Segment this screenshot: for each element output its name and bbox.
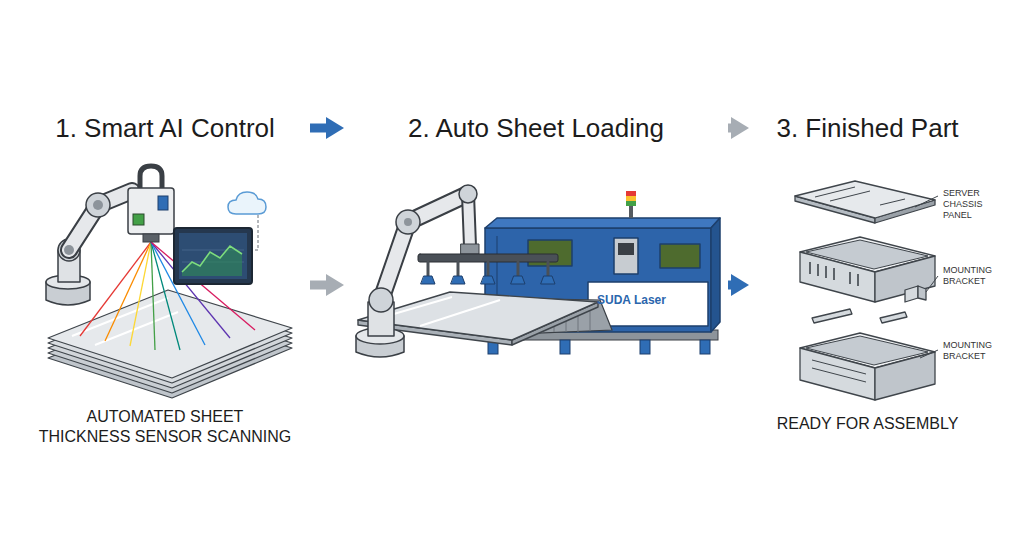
robot-arm [93,200,103,210]
robot-arm [46,191,132,305]
chassis-body [875,256,935,302]
chassis-base [800,348,875,400]
mounting-bracket-part [918,286,926,300]
step-heading: 1. Smart AI Control [55,108,275,148]
sensor-rays [80,242,151,336]
laser-cutter-illustration [356,185,720,357]
cloud-icon [228,192,266,250]
sensor-head [158,196,168,210]
laser-machine-body [660,244,700,268]
data-monitor [182,246,242,272]
signal-tower [626,191,636,218]
metal-sheet [380,297,500,326]
step-heading: 2. Auto Sheet Loading [408,108,664,148]
sensor-head [128,166,174,242]
process-step: 1. Smart AI ControlAUTOMATED SHEET THICK… [26,108,304,447]
leader-lines [915,196,938,358]
chassis-base [875,352,935,400]
machine-legs [700,340,710,354]
robot-arm [64,245,74,255]
step-heading: 3. Finished Part [776,108,958,148]
metal-sheet [358,292,598,340]
sheet-stack [48,290,292,398]
loading-robot [421,276,555,284]
step-caption: AUTOMATED SHEET THICKNESS SENSOR SCANNIN… [34,407,296,447]
loading-robot [459,185,477,203]
chassis-body [800,252,875,302]
sensor-rays [80,242,255,350]
chassis-body [800,237,935,302]
chassis-panel [795,181,935,223]
part-label: MOUNTING BRACKET [943,340,1005,362]
mounting-bracket-part [880,312,907,323]
sheet-stack [72,298,178,345]
flow-arrow [310,281,330,290]
laser-machine-body [618,243,634,255]
cloud-icon [228,192,266,214]
loading-robot [356,185,558,357]
loading-robot [428,262,548,276]
machine-legs [560,340,570,354]
sensor-head [143,234,159,242]
robot-arm [86,193,110,217]
cloud-icon [253,215,258,250]
leader-lines [926,276,938,292]
signal-tower [626,191,636,196]
sensor-rays [105,242,151,341]
part-label: MOUNTING BRACKET [943,265,1005,287]
chassis-panel [815,187,905,205]
chassis-body [810,262,858,286]
mounting-bracket-part [905,286,918,302]
loading-robot [369,288,393,312]
step-caption: READY FOR ASSEMBLY [777,414,959,434]
chassis-base [812,360,866,382]
data-monitor [182,246,242,276]
loading-robot [396,210,420,234]
mounting-bracket-part [812,309,852,323]
chassis-panel [795,181,935,218]
loading-robot [404,218,412,226]
flow-arrow [728,281,735,290]
laser-machine-body [485,218,720,228]
sensor-head [128,188,174,234]
flow-arrow [310,124,330,133]
leader-lines [915,196,938,207]
robot-arm [69,191,132,250]
data-monitor [179,233,247,279]
robot-arm [69,191,132,250]
signal-tower [626,196,636,201]
signal-tower [629,206,633,218]
data-monitor [174,228,252,284]
server-chassis-illustration [795,181,938,400]
data-monitor [174,228,252,284]
loading-robot [461,244,479,254]
sensor-rays [151,242,155,350]
process-step: 2. Auto Sheet Loading [350,108,722,398]
scanning-robot-illustration [46,166,292,398]
sensor-head [140,166,162,188]
part-label: SERVER CHASSIS PANEL [943,188,1005,221]
leader-lines [920,350,938,358]
signal-tower [626,201,636,206]
sensor-head [133,214,144,225]
sheet-stack [48,290,292,378]
laser-machine-body [614,238,638,274]
brand-logo-text: SUDA Laser [597,292,687,308]
machine-legs [640,340,650,354]
mounting-bracket-part [812,286,926,323]
laser-machine-body [711,218,720,332]
flow-arrow [728,124,735,133]
sensor-rays [130,242,151,346]
chassis-base [800,333,935,400]
